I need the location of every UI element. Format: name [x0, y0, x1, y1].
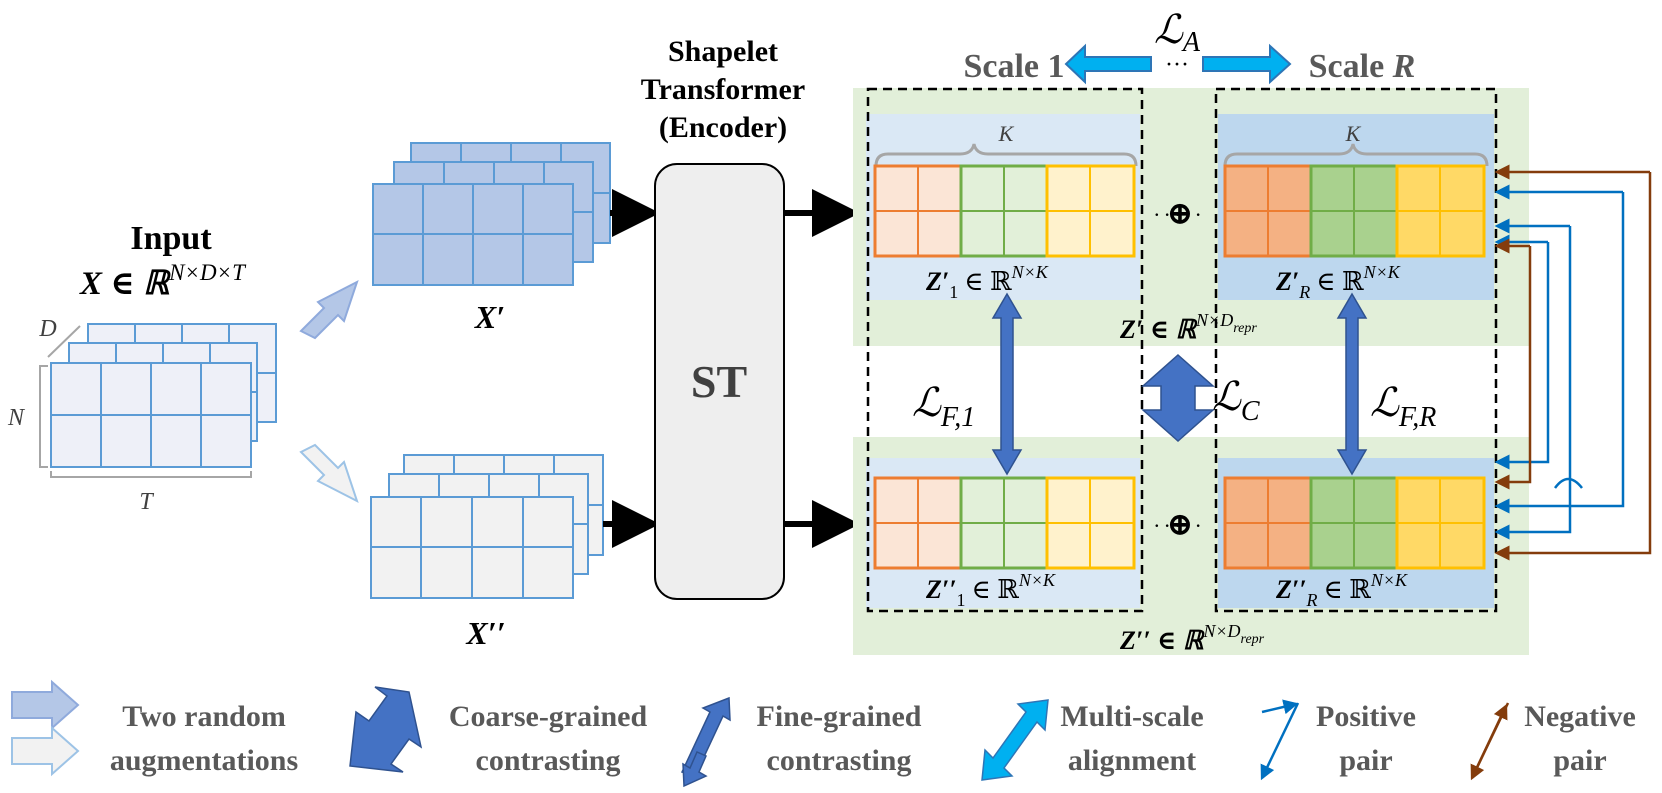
zR-dprime-block [1223, 476, 1486, 570]
legend-positive-line1: Positive [1316, 700, 1416, 733]
legend-negative-line1: Negative [1524, 700, 1636, 733]
concat-oplus-bottom: ⊕ [1167, 506, 1194, 542]
legend-multi-icon [981, 699, 1049, 781]
input-stack: D N T [7, 316, 277, 515]
dim-n-label: N [7, 405, 26, 431]
k-label-scale1: K [998, 121, 1015, 146]
legend-aug-arrow-filled [11, 679, 80, 731]
fine-loss-scaleR: ℒF,R [1370, 380, 1436, 433]
z1-dprime-block [873, 476, 1136, 570]
st-encoder-box [654, 163, 785, 600]
coarse-loss: ℒC [1212, 374, 1260, 427]
negative-pair-line-2 [1494, 246, 1532, 490]
align-arrow-left [1064, 43, 1152, 85]
input-math-base: X ∈ ℝ [79, 266, 172, 302]
x-dprime-label: X′′ [465, 615, 505, 651]
positive-pair-line-1 [1494, 192, 1625, 514]
pair-connectors [1494, 164, 1652, 561]
align-ellipsis: ··· [1165, 52, 1189, 78]
legend-fine-line1: Fine-grained [757, 700, 922, 733]
dim-d-label: D [38, 316, 56, 342]
negative-pair-line-1 [1494, 172, 1652, 561]
legend-negative-line2: pair [1553, 744, 1606, 777]
legend-aug-arrow-empty [11, 725, 80, 777]
dim-d-bracket [47, 325, 81, 358]
x-dprime-stack [370, 454, 604, 599]
crossover-hop [1553, 477, 1583, 489]
positive-pair-line-2 [1494, 226, 1572, 540]
dim-n-bracket [39, 365, 48, 468]
legend-coarse-icon [349, 686, 423, 773]
positive-pair-line-3 [1494, 242, 1550, 470]
dim-t-label: T [139, 489, 154, 515]
legend-positive-icon [1261, 699, 1299, 715]
concat-oplus-top: ⊕ [1167, 195, 1194, 231]
legend-fine-icon [680, 696, 731, 777]
k-brace-scale1 [874, 143, 1138, 167]
fine-loss-scale1: ℒF,1 [912, 380, 975, 433]
legend-positive-line2: pair [1339, 744, 1392, 777]
fine-arrow-scaleR [1336, 292, 1368, 476]
concat-dots-top: ····· [1153, 202, 1205, 227]
dim-t-bracket [50, 471, 252, 478]
legend-multi-line2: alignment [1068, 744, 1196, 777]
input-math-sup: N×D×T [168, 260, 247, 285]
legend: Two random augmentations Coarse-grained … [11, 679, 1636, 788]
z1-prime-block [873, 164, 1136, 258]
k-label-scaleR: K [1345, 121, 1362, 146]
legend-coarse-line1: Coarse-grained [449, 700, 648, 733]
legend-aug-line1: Two random [122, 700, 286, 733]
align-arrow-right [1202, 43, 1292, 85]
k-brace-scaleR [1223, 143, 1489, 167]
encoder-title-line1: Shapelet [668, 35, 778, 68]
scaleR-dashed-frame [1214, 87, 1498, 613]
scale1-dashed-frame [866, 87, 1144, 613]
x-prime-label: X′ [474, 299, 505, 335]
zR-prime-block [1223, 164, 1486, 258]
legend-aug-line2: augmentations [110, 744, 298, 777]
scaleR-label: Scale R [1309, 48, 1416, 85]
x-prime-stack [372, 142, 611, 286]
z-dprime-total-label: Z′′ ∈ ℝN×Drepr [1119, 621, 1265, 655]
input-grid-front [50, 362, 252, 468]
legend-negative-icon [1470, 703, 1508, 779]
augment-arrow-top [299, 279, 359, 340]
augment-arrow-bottom [299, 443, 359, 504]
zR-dprime-label: Z′′R∈ ℝN×K [1275, 570, 1408, 610]
encoder-title-line3: (Encoder) [659, 111, 787, 144]
input-math: X ∈ ℝN×D×T [79, 260, 247, 302]
scale1-label: Scale 1 [963, 48, 1064, 85]
legend-multi-line1: Multi-scale [1060, 700, 1203, 733]
z1-dprime-label: Z′′1∈ ℝN×K [925, 570, 1056, 610]
legend-coarse-line2: contrasting [476, 744, 621, 777]
z1-prime-label: Z′1∈ ℝN×K [925, 262, 1049, 302]
legend-fine-line2: contrasting [767, 744, 912, 777]
legend-positive-icon-line [1260, 702, 1300, 781]
input-title: Input [130, 220, 212, 257]
x-prime-grid-front [372, 183, 574, 286]
concat-dots-bottom: ····· [1153, 513, 1205, 538]
legend-fine-icon-tail [682, 751, 708, 788]
fine-arrow-scale1 [991, 292, 1023, 476]
encoder-title-line2: Transformer [641, 73, 805, 106]
align-loss-label: ℒA [1154, 7, 1201, 58]
st-encoder-label: ST [691, 356, 747, 407]
x-dprime-grid-front [370, 496, 574, 599]
z-prime-total-label: Z′ ∈ ℝN×Drepr [1119, 310, 1257, 344]
zR-prime-label: Z′R∈ ℝN×K [1275, 262, 1401, 302]
coarse-arrow [1141, 353, 1215, 443]
